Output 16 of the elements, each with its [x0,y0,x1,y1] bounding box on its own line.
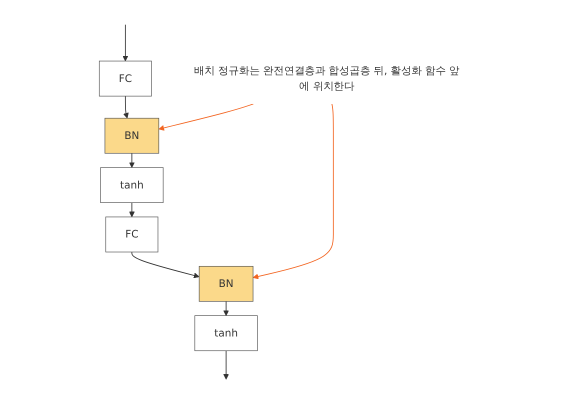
arrow [123,96,129,118]
node-text: 배치 정규화는 완전연결층과 합성곱층 뒤, 활성화 함수 앞에 위치한다 [194,64,460,92]
node-box: FC [98,60,152,96]
node-box: tanh [100,167,164,203]
arrow [129,202,135,218]
node-box: tanh [194,315,258,352]
arrow [131,252,200,278]
arrow [252,104,334,280]
arrow [122,24,128,62]
node-box: BN [104,118,160,154]
arrow [129,152,135,168]
arrow [158,104,254,131]
node-box: FC [105,216,158,252]
arrow [223,350,229,380]
arrow [223,300,229,316]
node-box: BN [198,266,254,302]
